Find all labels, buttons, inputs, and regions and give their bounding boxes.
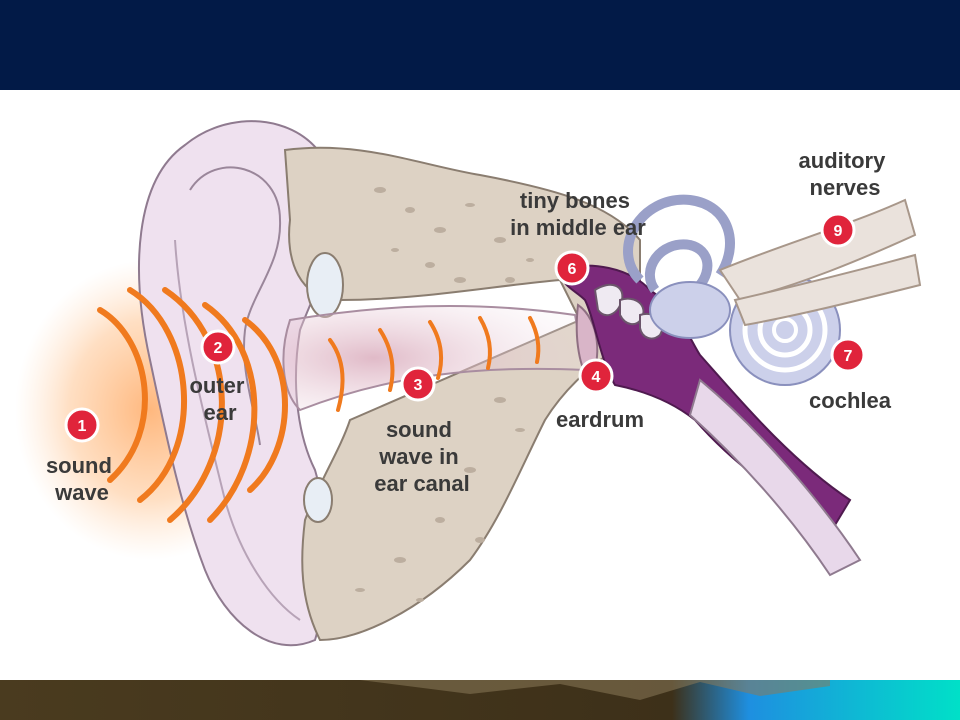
svg-text:4: 4 xyxy=(592,369,601,386)
marker-9: 9 xyxy=(820,212,856,248)
svg-text:2: 2 xyxy=(214,340,223,357)
sound-wave-arcs-canal xyxy=(328,316,541,412)
bone-cavity-upper xyxy=(306,252,344,318)
marker-6: 6 xyxy=(554,250,590,286)
label-cochlea: cochlea xyxy=(809,388,892,413)
marker-2: 2 xyxy=(200,329,236,365)
label-sound-wave: sound wave xyxy=(46,453,118,505)
vestibule xyxy=(649,281,731,339)
slide-footer-band xyxy=(0,680,960,720)
svg-text:7: 7 xyxy=(844,348,853,365)
outer-ear-fold xyxy=(189,166,282,446)
marker-1: 1 xyxy=(64,407,100,443)
svg-text:3: 3 xyxy=(414,377,423,394)
footer-mountain-shapes xyxy=(360,680,830,700)
bone-cavity-lower xyxy=(303,477,333,523)
marker-4: 4 xyxy=(578,358,614,394)
temporal-bone xyxy=(283,146,641,642)
eustachian-tube xyxy=(688,378,862,577)
marker-3: 3 xyxy=(400,366,436,402)
label-outer-ear: outer ear xyxy=(189,373,250,425)
sound-wave-arcs-outside xyxy=(97,287,288,523)
label-sound-wave-in-ear-canal: sound wave in ear canal xyxy=(374,417,469,496)
ear-canal xyxy=(282,304,587,412)
marker-7: 7 xyxy=(830,337,866,373)
ear-anatomy-diagram: sound wave outer ear sound wave in ear c… xyxy=(15,120,922,647)
label-auditory-nerves: auditory nerves xyxy=(799,148,892,200)
svg-text:1: 1 xyxy=(78,418,87,435)
svg-text:6: 6 xyxy=(568,261,577,278)
label-tiny-bones: tiny bones in middle ear xyxy=(510,188,646,240)
svg-text:9: 9 xyxy=(834,223,843,240)
slide-header-band xyxy=(0,0,960,90)
bone-texture xyxy=(355,187,534,602)
label-eardrum: eardrum xyxy=(556,407,644,432)
auditory-nerves-shape xyxy=(718,198,922,327)
semicircular-canals xyxy=(623,194,735,293)
